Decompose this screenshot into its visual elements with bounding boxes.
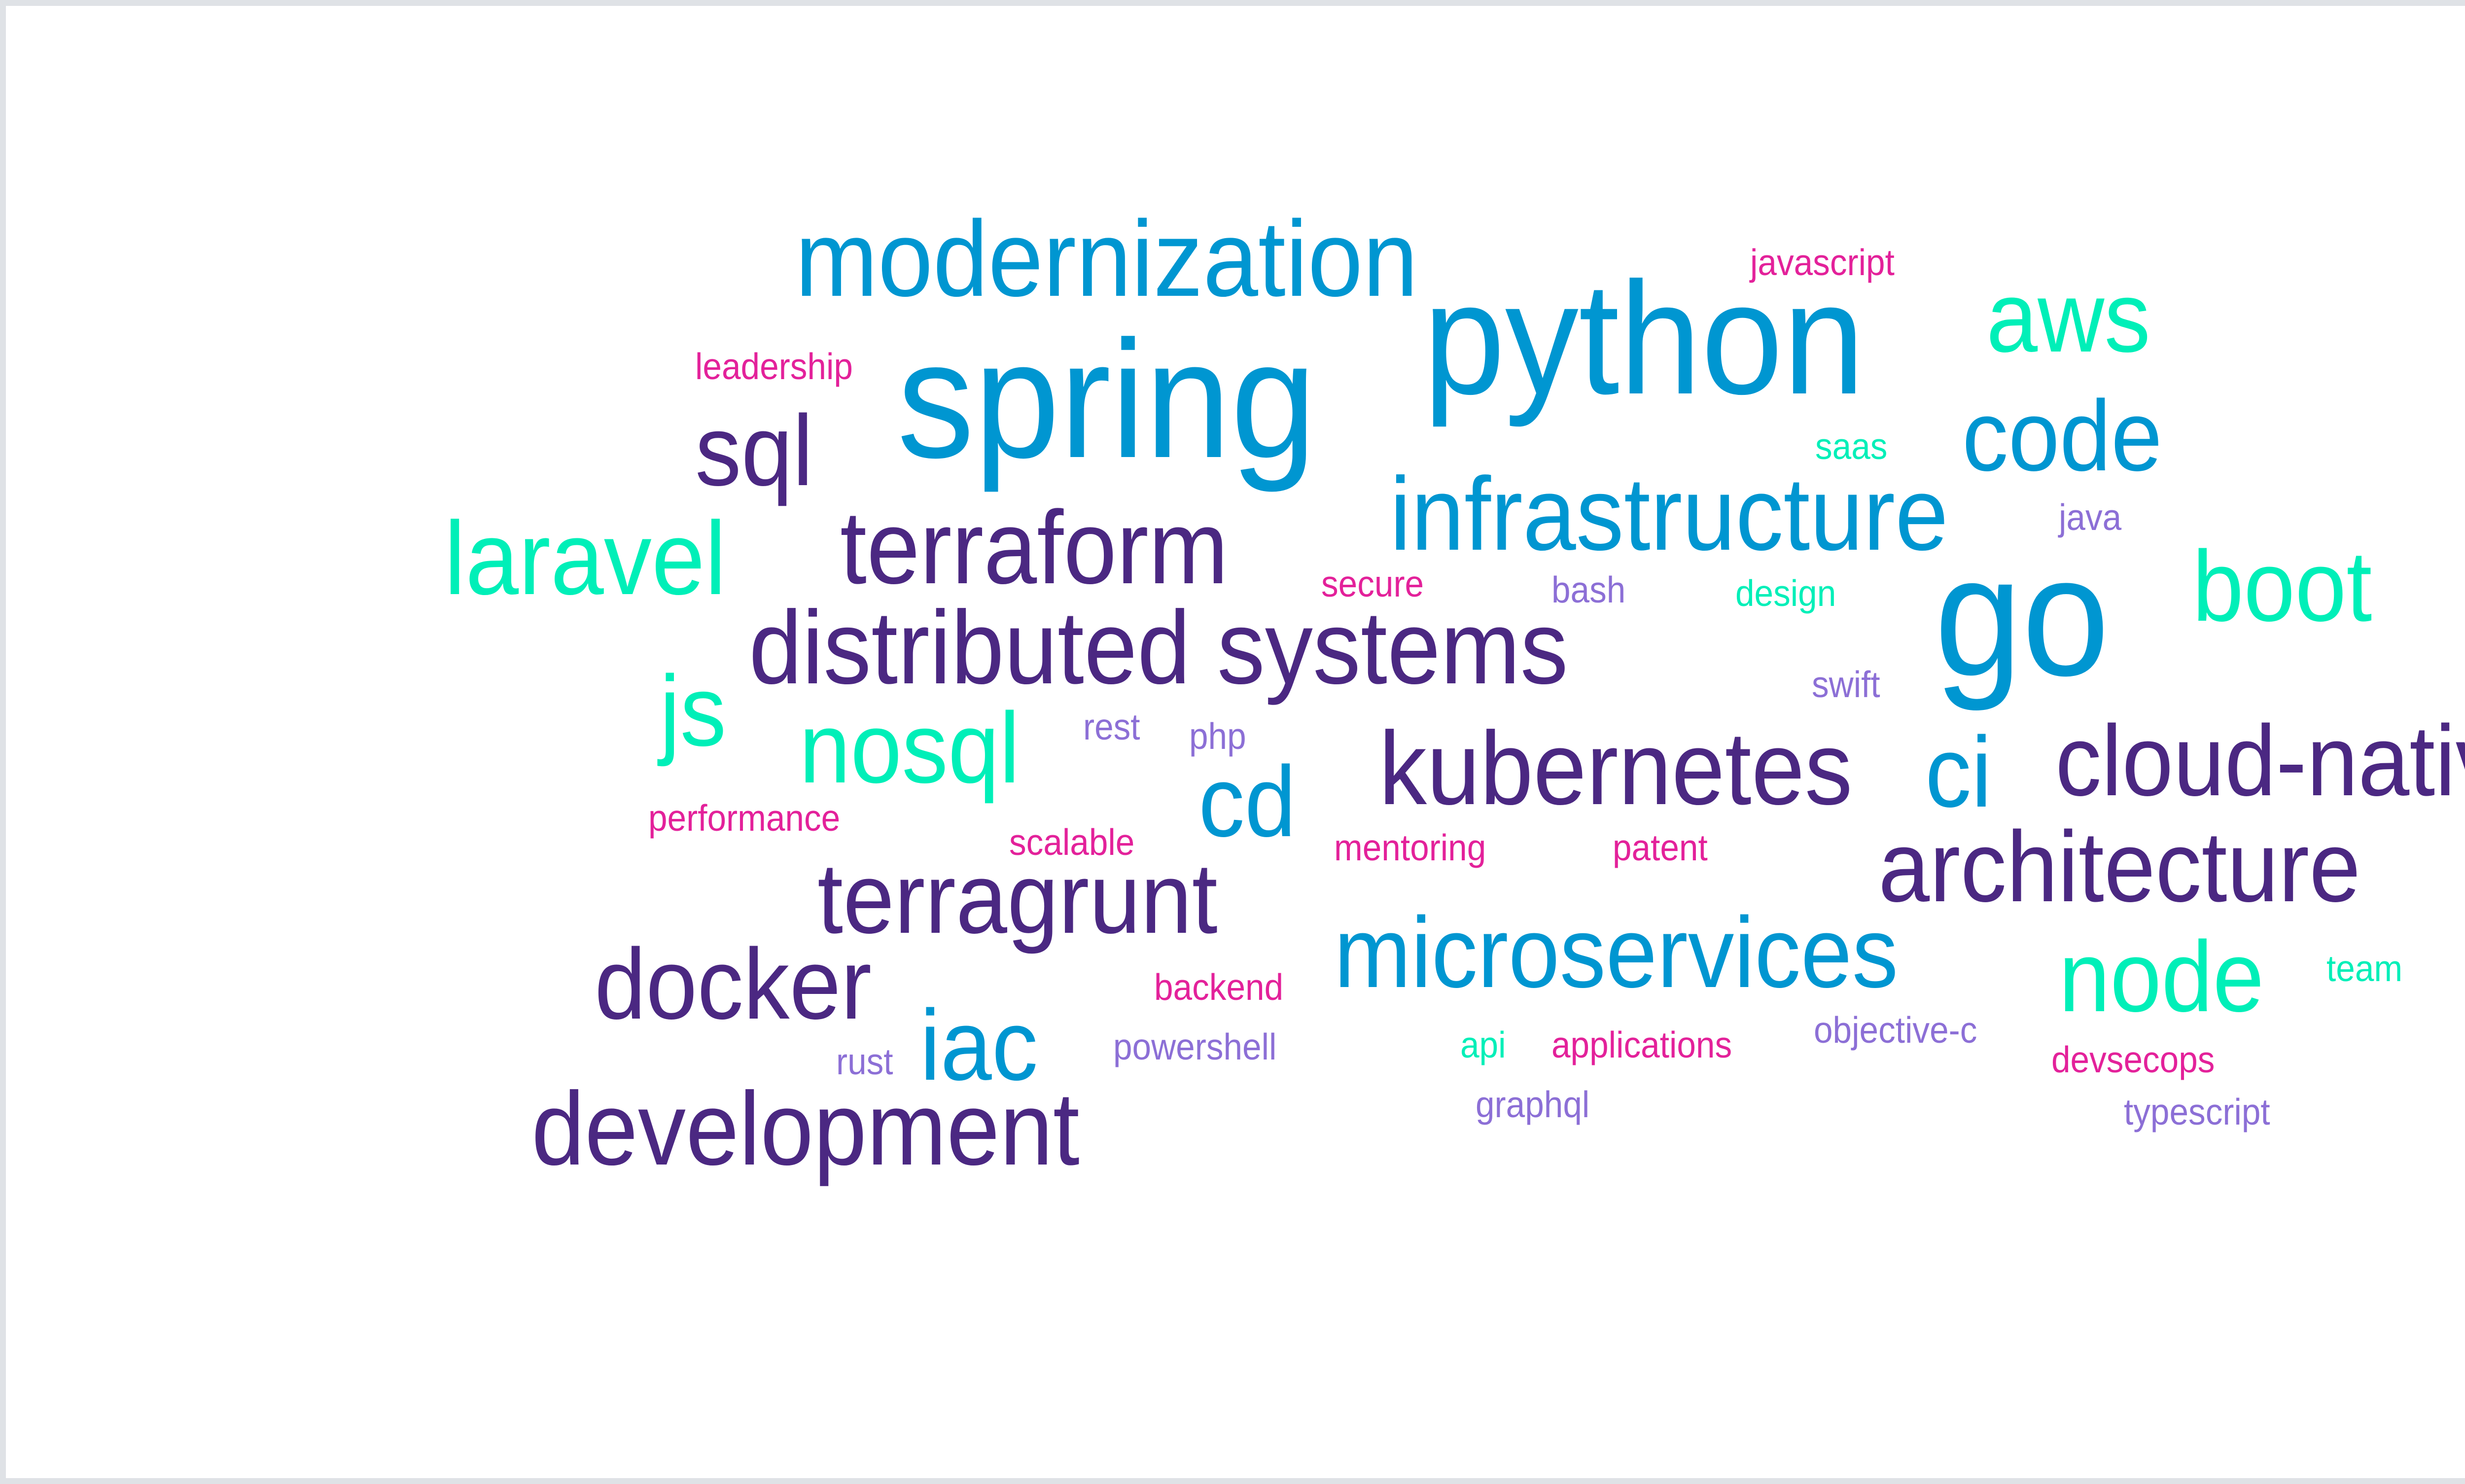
word-distributed-systems: distributed systems <box>748 589 1568 706</box>
word-objective-c: objective-c <box>1813 1009 1977 1051</box>
word-aws: aws <box>1986 261 2151 373</box>
word-terragrunt: terragrunt <box>817 843 1218 955</box>
word-backend: backend <box>1154 966 1283 1008</box>
word-docker: docker <box>595 928 872 1040</box>
word-graphql: graphql <box>1475 1083 1589 1125</box>
word-team: team <box>2326 948 2402 989</box>
word-kubernetes: kubernetes <box>1378 710 1853 827</box>
word-java: java <box>2059 496 2122 538</box>
word-boot: boot <box>2192 530 2372 643</box>
word-rust: rust <box>836 1040 893 1082</box>
word-devsecops: devsecops <box>2051 1039 2215 1081</box>
word-rest: rest <box>1083 706 1140 748</box>
word-js: js <box>659 655 727 767</box>
word-typescript: typescript <box>2123 1091 2270 1132</box>
word-modernization: modernization <box>795 198 1418 319</box>
word-iac: iac <box>919 989 1038 1101</box>
word-saas: saas <box>1815 425 1888 467</box>
word-powershell: powershell <box>1113 1025 1277 1067</box>
word-infrastructure: infrastructure <box>1390 455 1949 572</box>
word-swift: swift <box>1811 663 1880 705</box>
word-leadership: leadership <box>695 346 853 388</box>
word-bash: bash <box>1551 568 1626 610</box>
word-ci: ci <box>1925 716 1992 828</box>
word-mentoring: mentoring <box>1334 827 1486 869</box>
word-development: development <box>531 1070 1080 1187</box>
word-terraform: terraform <box>840 489 1229 605</box>
word-code: code <box>1962 380 2163 492</box>
word-secure: secure <box>1321 563 1424 605</box>
word-performance: performance <box>648 797 841 839</box>
word-cd: cd <box>1198 746 1296 858</box>
word-api: api <box>1460 1024 1506 1065</box>
word-nosql: nosql <box>799 692 1020 804</box>
word-cloud-native: cloud-native <box>2055 705 2465 817</box>
word-patent: patent <box>1613 827 1708 869</box>
word-sql: sql <box>695 394 813 507</box>
word-laravel: laravel <box>444 500 726 617</box>
word-php: php <box>1189 715 1246 757</box>
word-python: python <box>1423 249 1865 428</box>
word-go: go <box>1934 520 2110 711</box>
word-spring: spring <box>897 305 1317 493</box>
word-scalable: scalable <box>1009 821 1134 863</box>
word-design: design <box>1735 572 1836 614</box>
word-applications: applications <box>1551 1024 1732 1065</box>
word-architecture: architecture <box>1878 811 2361 923</box>
word-javascript: javascript <box>1750 242 1895 283</box>
word-node: node <box>2059 920 2264 1033</box>
word-microservices: microservices <box>1334 896 1899 1009</box>
